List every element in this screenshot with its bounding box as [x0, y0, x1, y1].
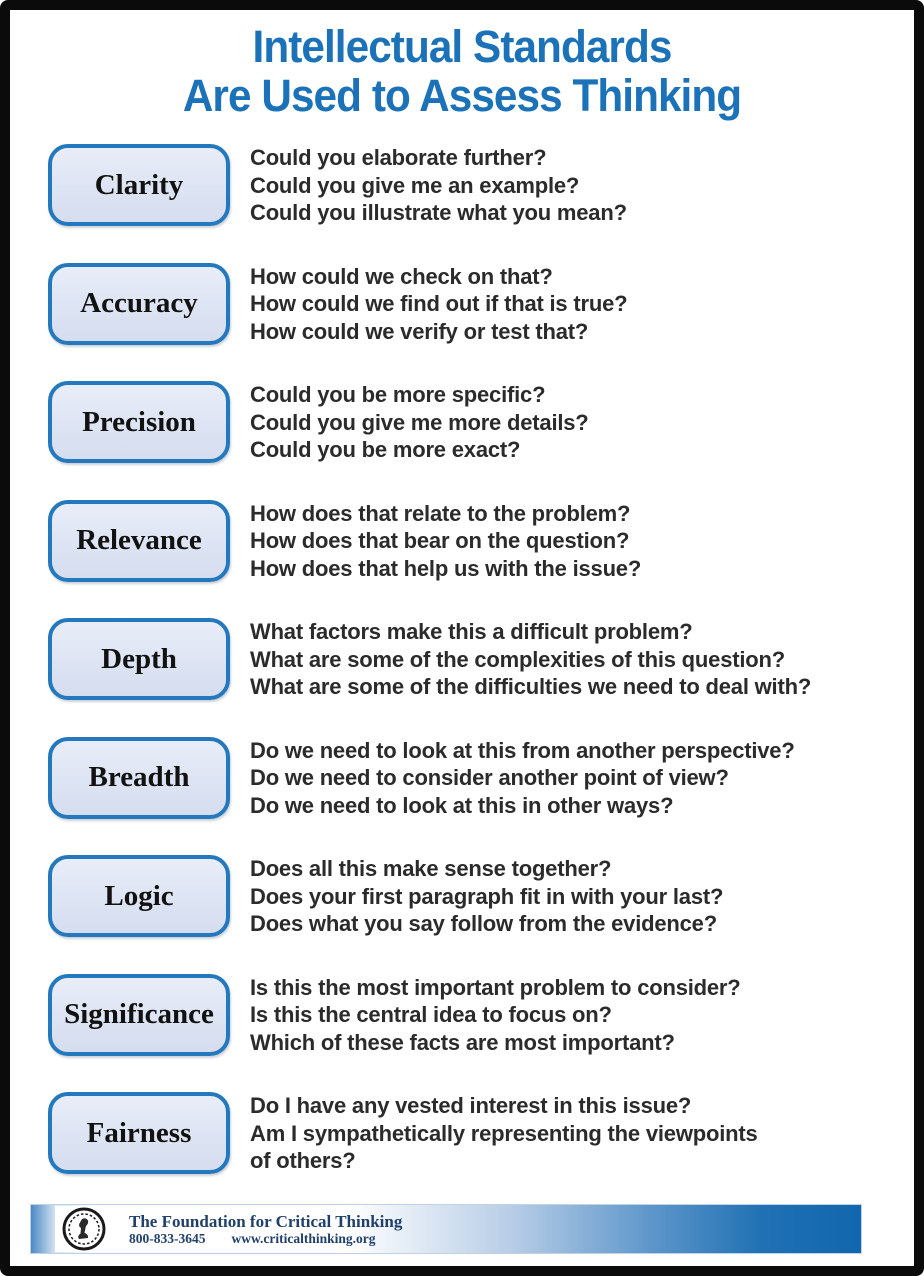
question-line: How does that relate to the problem?: [250, 500, 631, 526]
standard-term-box: Relevance: [48, 499, 230, 582]
footer-text: The Foundation for Critical Thinking 800…: [129, 1212, 402, 1247]
footer-bar: The Foundation for Critical Thinking 800…: [30, 1204, 862, 1254]
standard-questions: How does that relate to the problem?How …: [250, 500, 641, 583]
question-line: Do we need to consider another point of …: [250, 765, 729, 790]
standard-row: Clarity Could you elaborate further?Coul…: [48, 144, 914, 227]
question-line: Could you be more specific?: [250, 382, 546, 407]
question-line: Could you give me an example?: [250, 172, 580, 198]
page-title-line2: Are Used to Assess Thinking: [182, 70, 742, 121]
page-title: Intellectual Standards Are Used to Asses…: [37, 22, 887, 120]
standard-term-label: Fairness: [86, 1116, 192, 1149]
standard-term-box: Precision: [48, 381, 230, 464]
question-line: Is this the central idea to focus on?: [250, 1002, 612, 1027]
standard-term-label: Precision: [82, 405, 196, 438]
standard-questions: How could we check on that?How could we …: [250, 263, 628, 346]
question-line: How could we check on that?: [250, 263, 553, 289]
standard-row: Logic Does all this make sense together?…: [48, 855, 914, 938]
question-line: How does that bear on the question?: [250, 528, 630, 553]
standard-questions: Does all this make sense together?Does y…: [250, 855, 723, 938]
standard-term-label: Relevance: [76, 524, 202, 557]
question-line: What are some of the difficulties we nee…: [250, 674, 812, 699]
footer-phone: 800-833-3645: [129, 1230, 206, 1246]
standard-row: Significance Is this the most important …: [48, 973, 914, 1057]
standard-row: Fairness Do I have any vested interest i…: [48, 1092, 914, 1175]
standard-questions: Do we need to look at this from another …: [250, 737, 795, 820]
thinker-seal-icon: [55, 1206, 113, 1252]
standard-row: Breadth Do we need to look at this from …: [48, 736, 914, 820]
standard-term-box: Clarity: [48, 144, 230, 227]
standard-term-label: Breadth: [88, 761, 190, 794]
question-line: Could you be more exact?: [250, 437, 521, 462]
standard-row: Precision Could you be more specific?Cou…: [48, 381, 914, 464]
question-line: Does all this make sense together?: [250, 856, 612, 881]
standard-term-box: Depth: [48, 618, 230, 701]
standard-questions: Is this the most important problem to co…: [250, 974, 741, 1057]
question-line: How could we verify or test that?: [250, 318, 589, 344]
standard-term-box: Fairness: [48, 1092, 230, 1175]
standard-row: Accuracy How could we check on that?How …: [48, 262, 914, 346]
footer-org-name: The Foundation for Critical Thinking: [129, 1211, 403, 1231]
page-title-line1: Intellectual Standards: [252, 21, 673, 72]
standard-row: Depth What factors make this a difficult…: [48, 618, 914, 701]
question-line: Does your first paragraph fit in with yo…: [250, 883, 724, 909]
standard-term-label: Depth: [101, 642, 177, 675]
standard-term-label: Clarity: [94, 168, 184, 201]
question-line: Do we need to look at this in other ways…: [250, 792, 674, 818]
standard-term-box: Accuracy: [48, 262, 230, 345]
standard-term-box: Significance: [48, 973, 230, 1056]
question-line: Could you give me more details?: [250, 409, 589, 435]
question-line: Could you elaborate further?: [250, 145, 547, 170]
question-line: Do we need to look at this from another …: [250, 737, 795, 763]
question-line: Which of these facts are most important?: [250, 1029, 675, 1055]
standard-row: Relevance How does that relate to the pr…: [48, 499, 914, 583]
question-line: Am I sympathetically representing the vi…: [250, 1120, 758, 1146]
standard-term-box: Logic: [48, 855, 230, 938]
standard-term-box: Breadth: [48, 736, 230, 819]
question-line: Does what you say follow from the eviden…: [250, 911, 717, 936]
footer-contacts: 800-833-3645 www.criticalthinking.org: [129, 1231, 402, 1247]
standards-list: Clarity Could you elaborate further?Coul…: [10, 144, 914, 1175]
question-line: Could you illustrate what you mean?: [250, 200, 627, 225]
question-line: Is this the most important problem to co…: [250, 974, 741, 1000]
question-line: How does that help us with the issue?: [250, 555, 642, 581]
question-line: What are some of the complexities of thi…: [250, 646, 785, 672]
standard-term-label: Accuracy: [80, 287, 198, 320]
standard-term-label: Logic: [104, 879, 174, 912]
footer-website: www.criticalthinking.org: [231, 1230, 376, 1246]
standard-term-label: Significance: [64, 998, 214, 1031]
standard-questions: Do I have any vested interest in this is…: [250, 1092, 758, 1175]
question-line: How could we find out if that is true?: [250, 291, 628, 316]
standard-questions: Could you elaborate further?Could you gi…: [250, 144, 627, 227]
question-line: Do I have any vested interest in this is…: [250, 1093, 692, 1118]
standard-questions: Could you be more specific?Could you giv…: [250, 381, 589, 464]
question-line: What factors make this a difficult probl…: [250, 619, 693, 644]
question-line: of others?: [250, 1148, 356, 1173]
standard-questions: What factors make this a difficult probl…: [250, 618, 811, 701]
